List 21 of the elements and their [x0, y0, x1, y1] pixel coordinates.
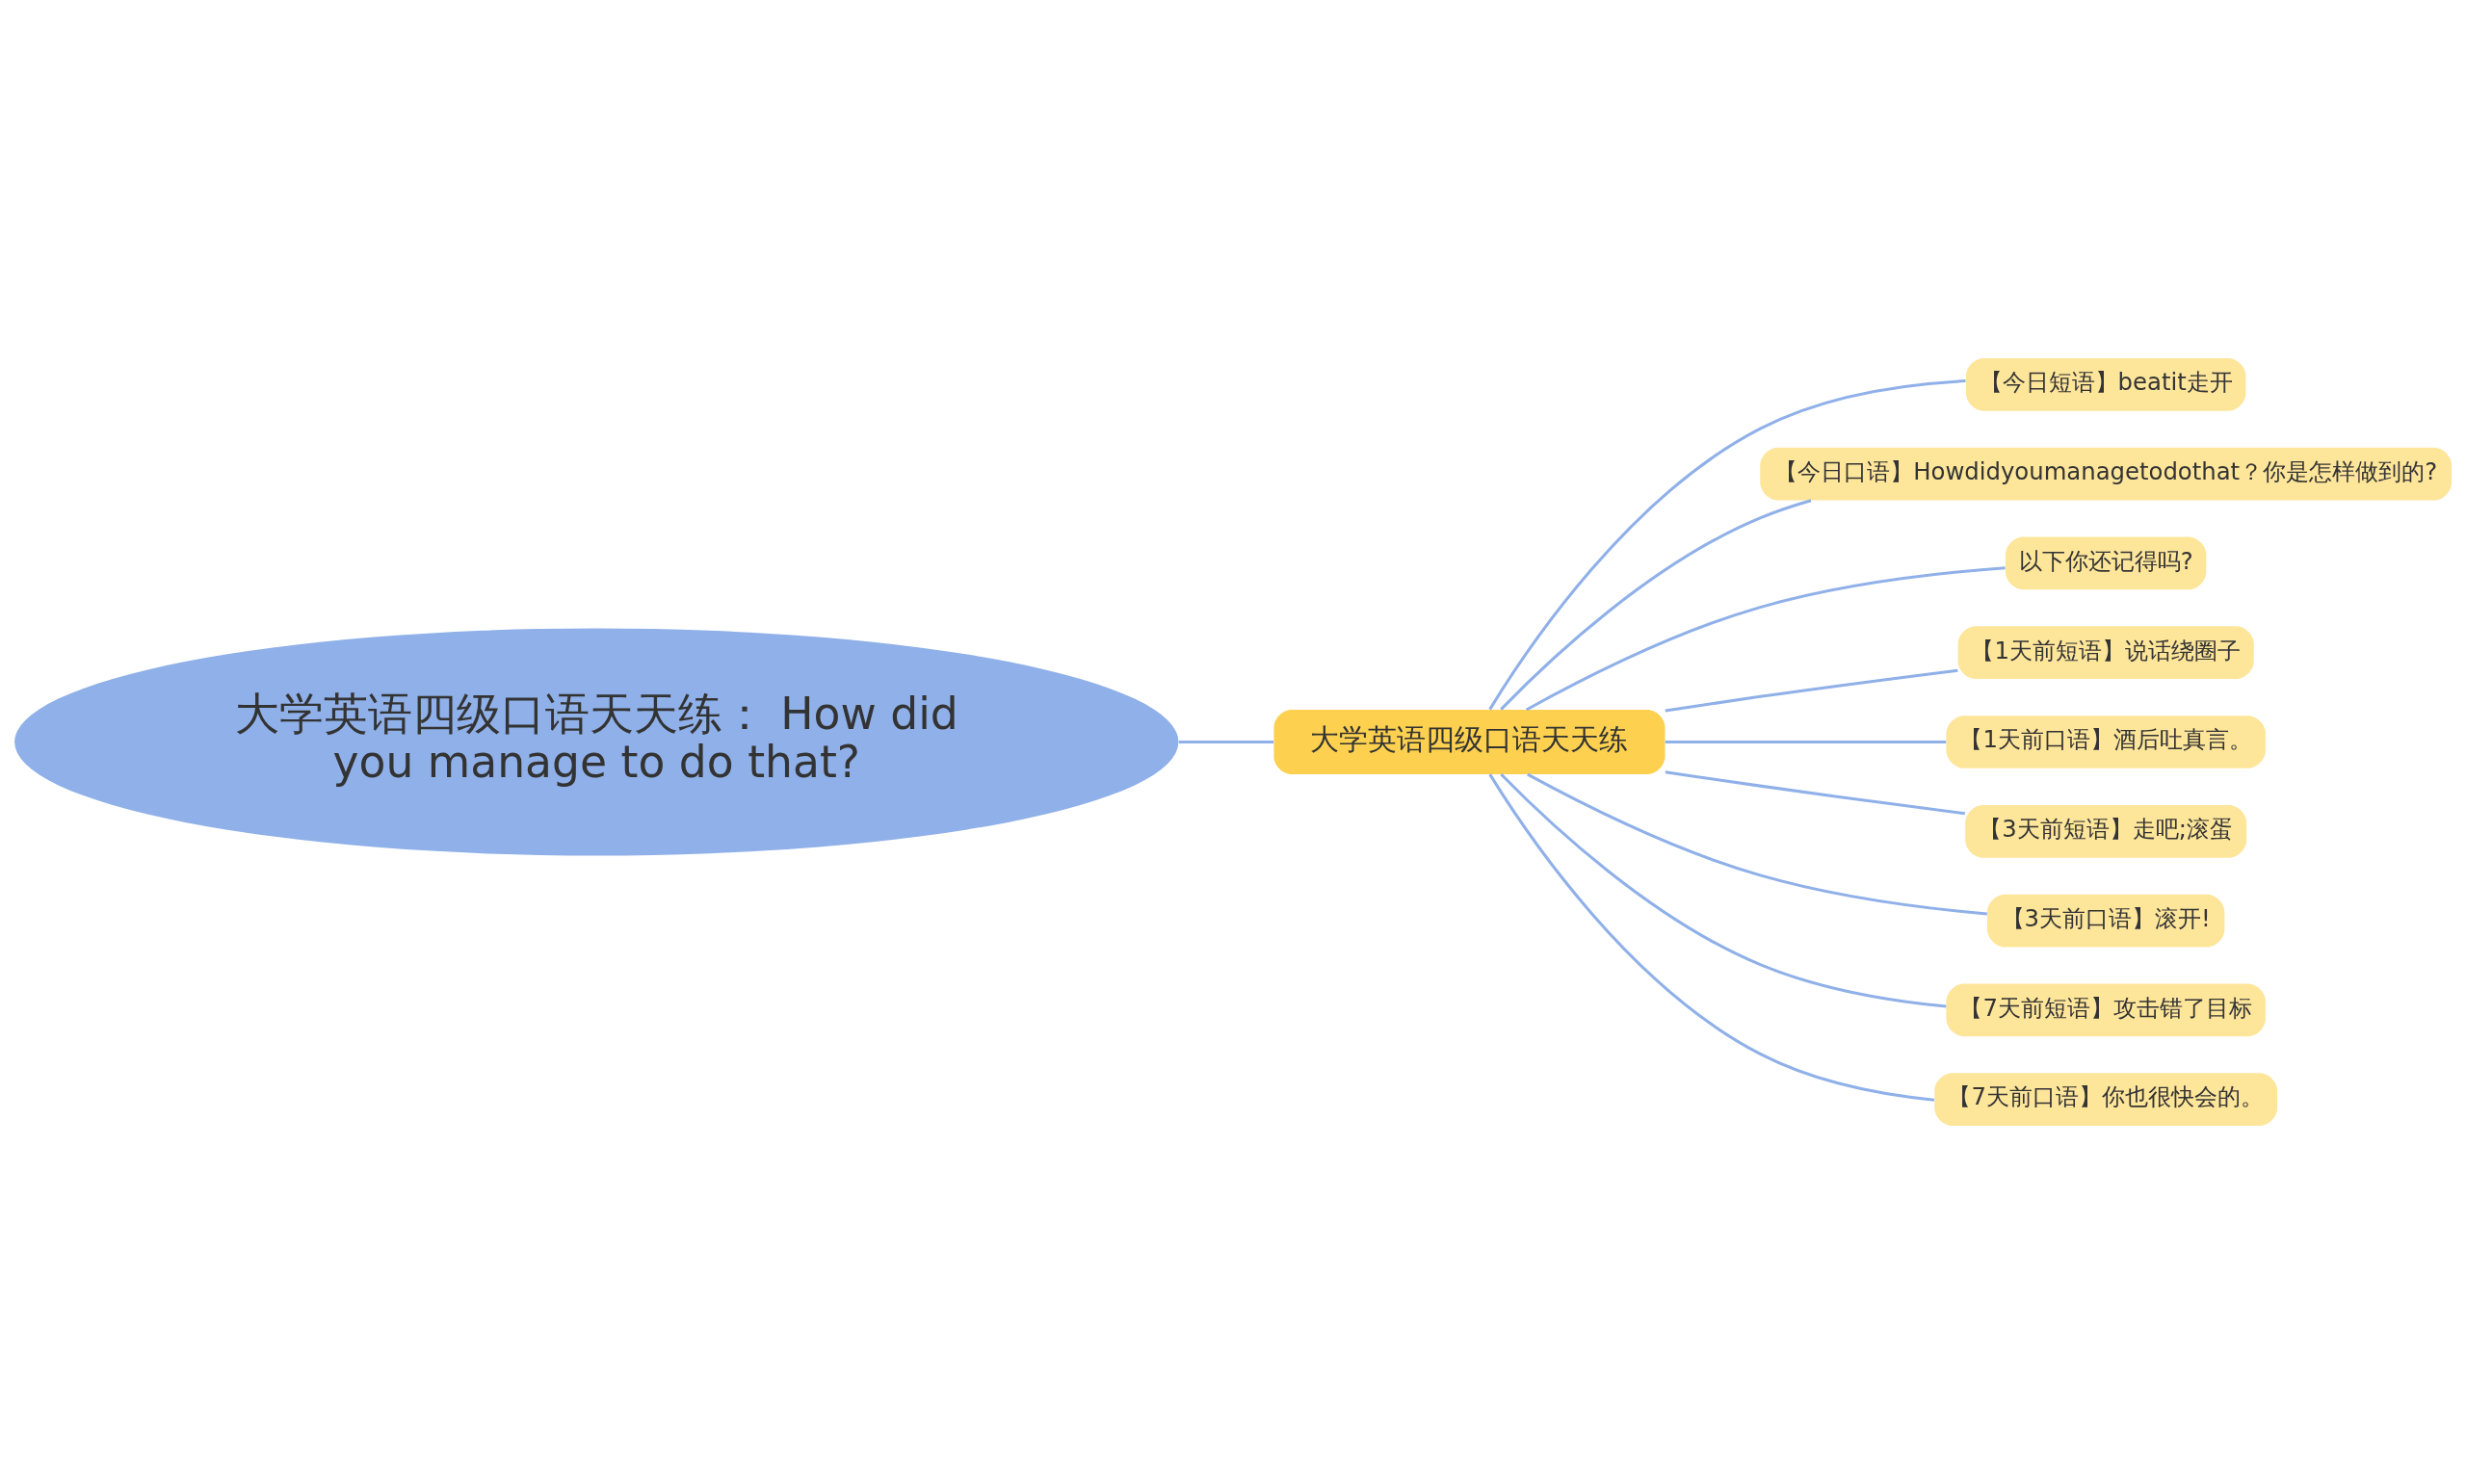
connector [1488, 379, 1966, 711]
connector [1665, 668, 1958, 713]
connector [1527, 772, 1987, 916]
node-box: 【今日短语】beatit走开 [1965, 358, 2246, 411]
connector [1178, 741, 1274, 743]
node-box: 【1天前短语】说话绕圈子 [1957, 626, 2254, 680]
node-box: 【1天前口语】酒后吐真言。 [1946, 716, 2266, 768]
node-box: 【7天前口语】你也很快会的。 [1934, 1073, 2278, 1126]
node-box: 【今日口语】Howdidyoumanagetodothat？你是怎样做到的? [1760, 447, 2453, 501]
node-box: 大学英语四级口语天天练 [1273, 710, 1666, 774]
node-box: 【3天前短语】走吧;滚蛋 [1965, 804, 2247, 858]
connector [1665, 770, 1965, 816]
node-box: 以下你还记得吗? [2006, 536, 2207, 590]
connector [1488, 773, 1935, 1102]
node-ellipse: 大学英语四级口语天天练： How did you manage to do that? [14, 628, 1179, 856]
connector [1525, 566, 2006, 712]
connector [1500, 499, 1812, 711]
connector [1500, 772, 1947, 1008]
connector [1665, 741, 1947, 743]
node-box: 【7天前短语】攻击错了目标 [1946, 983, 2266, 1037]
node-box: 【3天前口语】滚开! [1987, 894, 2225, 948]
